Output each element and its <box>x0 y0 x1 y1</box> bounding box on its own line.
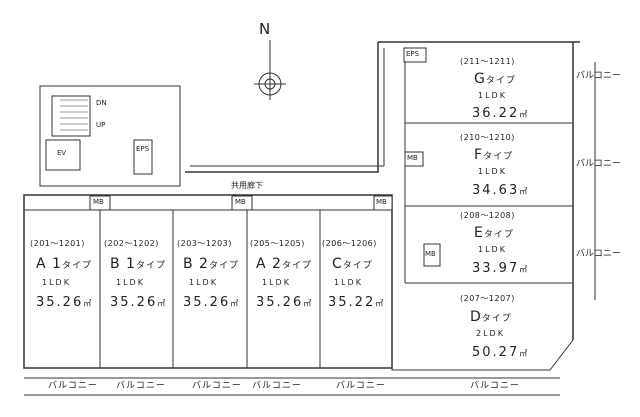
north-label: N <box>259 20 271 38</box>
balcony-label: バルコニー <box>336 381 386 391</box>
balcony-label: バルコニー <box>470 381 520 391</box>
eps-label-core: EPS <box>136 145 150 153</box>
corridor-label: 共用廊下 <box>231 181 263 190</box>
balcony-label: バルコニー <box>116 381 166 391</box>
mb-label: MB <box>235 198 246 206</box>
balcony-label: バルコニー <box>48 381 98 391</box>
mb-label: MB <box>425 250 436 258</box>
mb-label: MB <box>376 198 387 206</box>
balcony-label: バルコニー <box>192 381 242 391</box>
mb-label: MB <box>93 198 104 206</box>
balcony-label: バルコニー <box>576 249 621 259</box>
eps-label-top: EPS <box>406 50 420 58</box>
ev-label: EV <box>57 149 67 157</box>
dn-label: DN <box>96 99 107 107</box>
up-label: UP <box>96 121 106 129</box>
balcony-label: バルコニー <box>576 71 621 81</box>
balcony-label: バルコニー <box>576 159 621 169</box>
mb-label: MB <box>407 154 418 162</box>
balcony-label: バルコニー <box>252 381 302 391</box>
